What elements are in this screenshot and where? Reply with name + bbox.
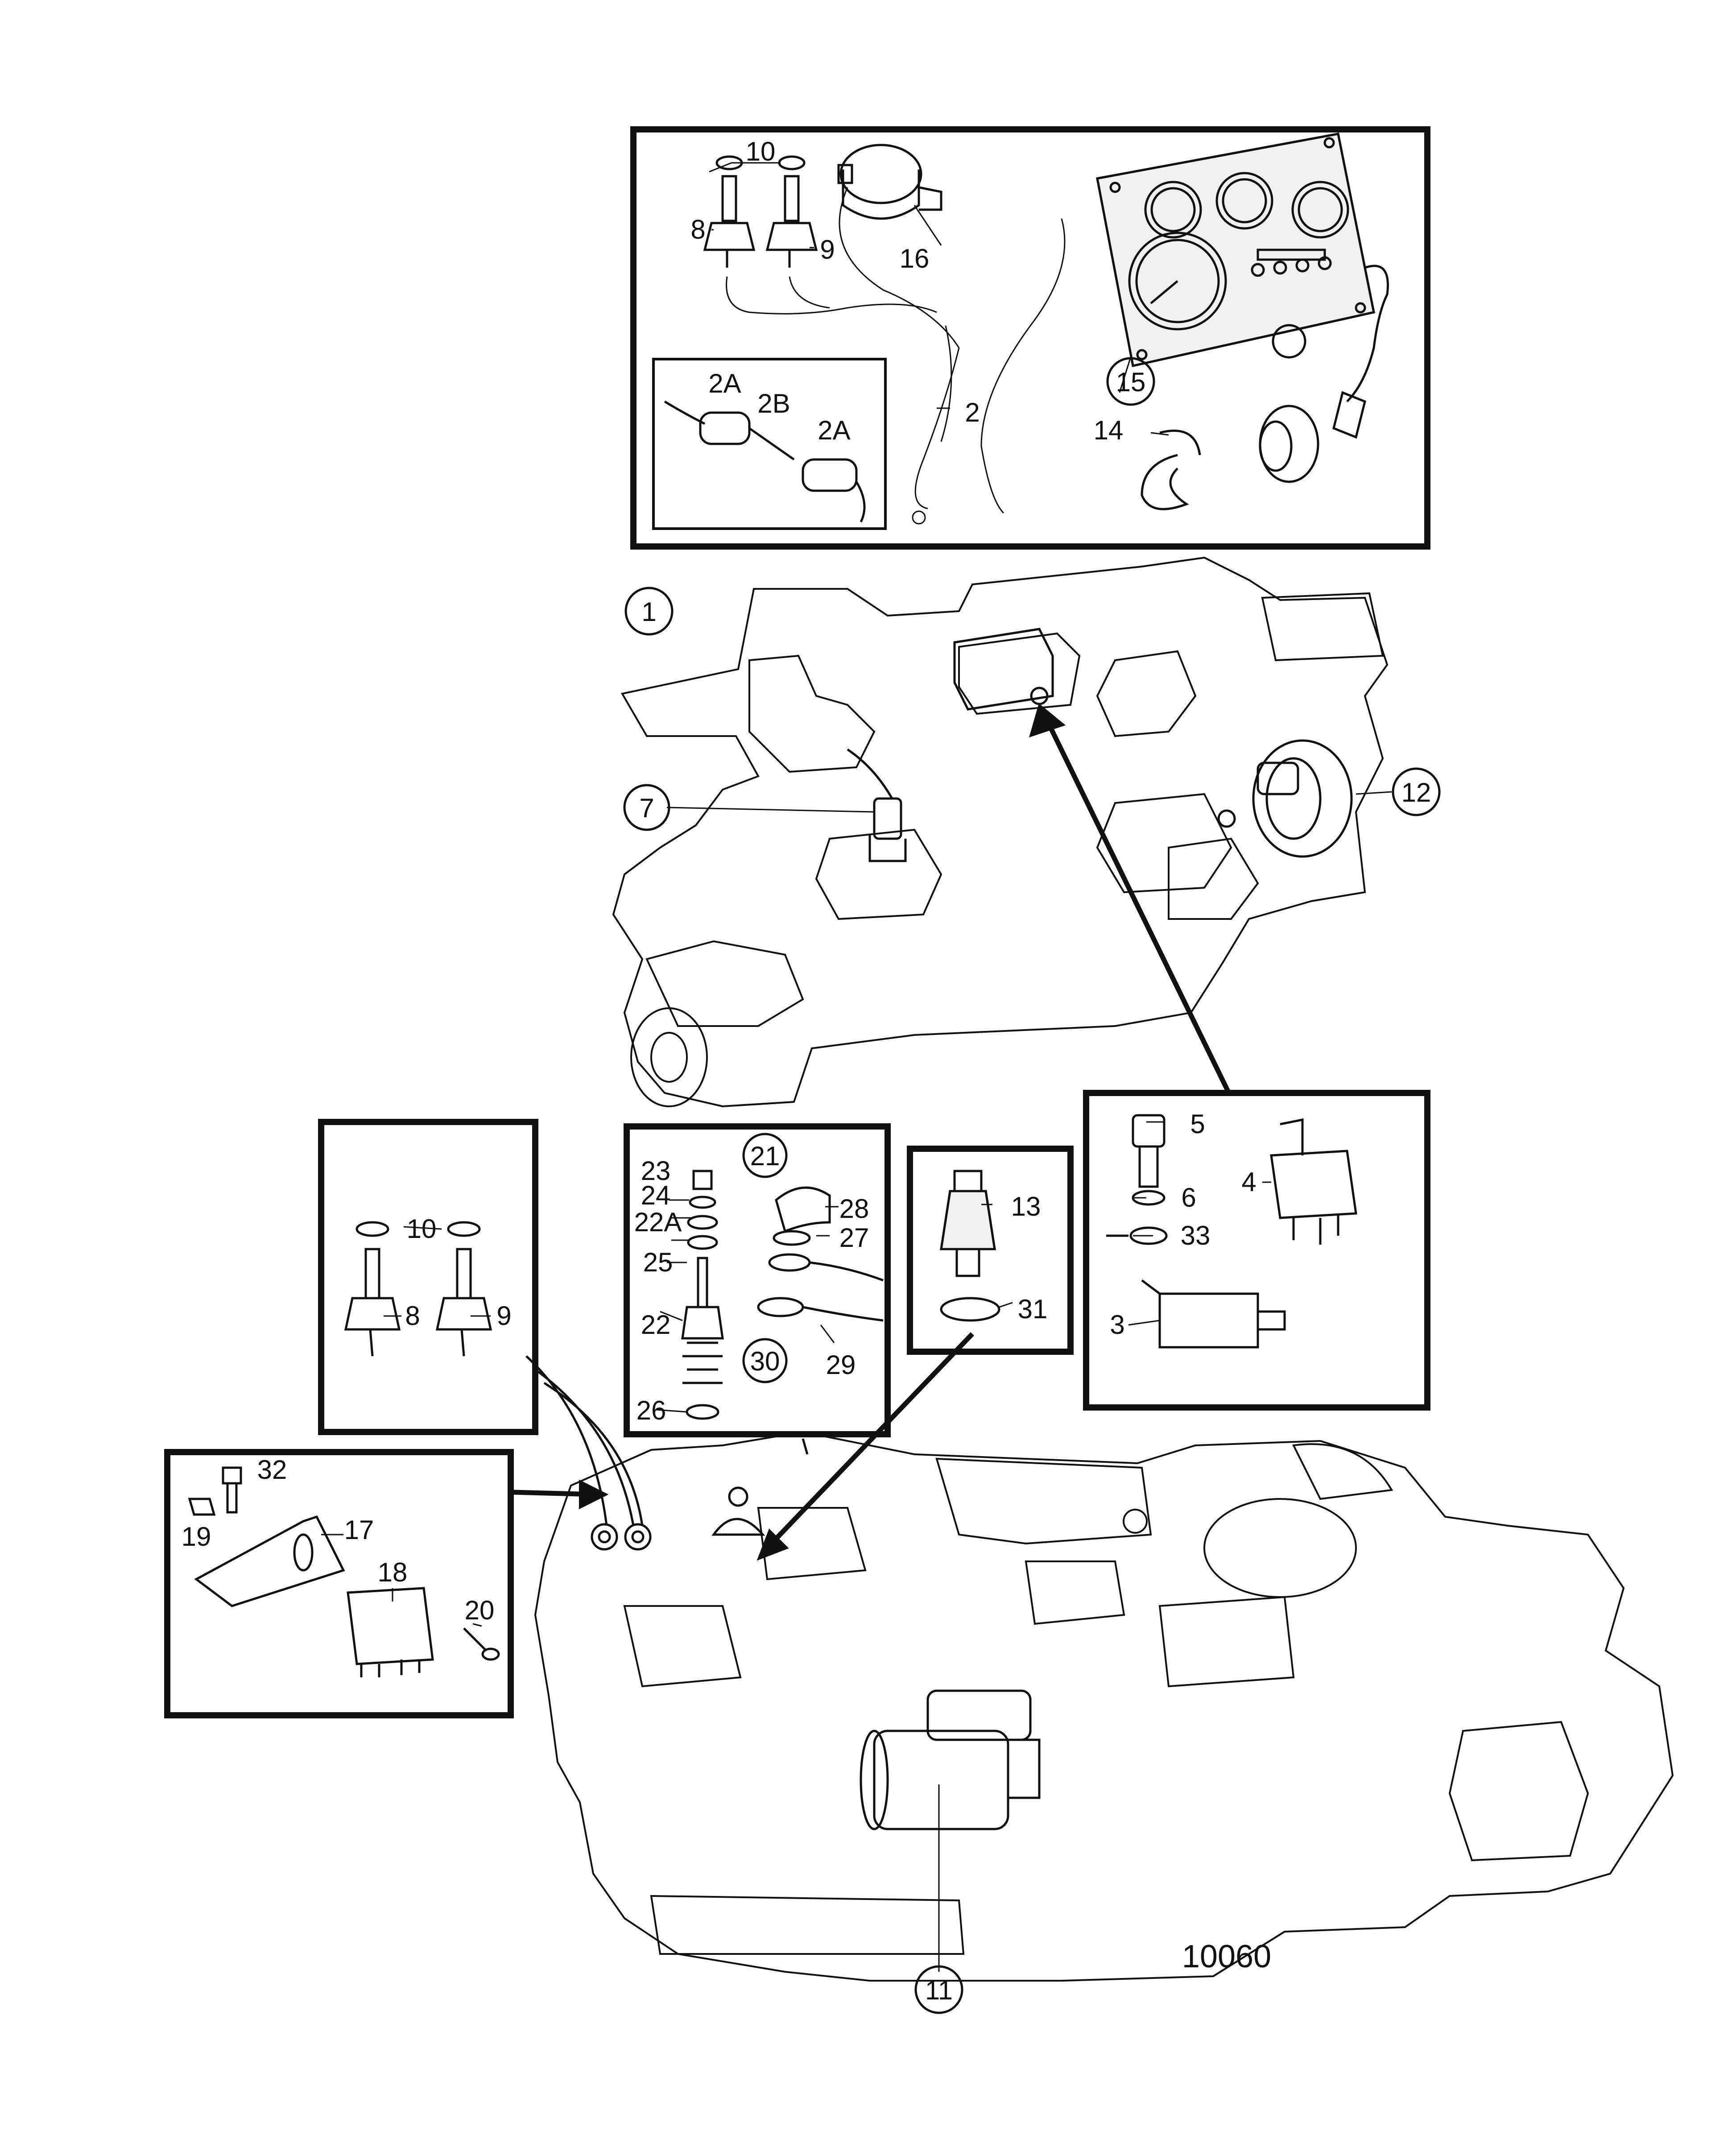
- starter-motor-11-drawing: [860, 1689, 1041, 1830]
- wiring-harness-2: [726, 187, 1066, 525]
- sender-kit-frame: [318, 1119, 538, 1435]
- callout-19: 19: [182, 1522, 211, 1552]
- instrument-kit-frame: [630, 126, 1430, 550]
- callout-25: 25: [643, 1247, 673, 1277]
- callout-13: 13: [1011, 1192, 1041, 1221]
- connector-detail-frame: [652, 358, 887, 530]
- callout-29: 29: [826, 1350, 856, 1380]
- callout-15: 15: [1116, 367, 1146, 397]
- callout-7: 7: [639, 793, 654, 823]
- callout-14: 14: [1094, 415, 1124, 445]
- callout-28: 28: [839, 1194, 869, 1224]
- relay-kit-parts: [1106, 1114, 1357, 1349]
- callout-24: 24: [641, 1180, 671, 1210]
- sender-assembly-frame: [624, 1123, 891, 1437]
- retaining-clip-14: [1141, 430, 1201, 510]
- callout-10-left: 10: [407, 1214, 437, 1244]
- upper-engine-drawing: [612, 556, 1389, 1108]
- callout-12: 12: [1401, 778, 1431, 807]
- pressure-sender-frame: [907, 1146, 1074, 1355]
- callout-2A-top: 2A: [708, 368, 741, 398]
- callout-labels: 1 2 2A 2B 2A 3 4 5 6 7 8 8 9 9 10 10 11 …: [182, 137, 1431, 2005]
- callout-30: 30: [750, 1346, 780, 1376]
- callout-6: 6: [1181, 1183, 1196, 1213]
- callout-22A: 22A: [634, 1207, 682, 1237]
- callout-5: 5: [1190, 1109, 1205, 1139]
- callout-8-left: 8: [405, 1301, 420, 1331]
- bracket-kit-frame: [164, 1449, 514, 1718]
- callout-11: 11: [925, 1975, 953, 2005]
- callout-3: 3: [1110, 1310, 1124, 1340]
- callout-16: 16: [900, 244, 930, 273]
- top-temp-senders-8-9: [703, 155, 818, 268]
- instrument-panel-15: [1096, 132, 1375, 367]
- callout-2: 2: [965, 397, 980, 427]
- callout-9-left: 9: [496, 1301, 511, 1331]
- callout-23: 23: [641, 1156, 671, 1186]
- callout-31: 31: [1018, 1294, 1048, 1324]
- callout-21: 21: [750, 1141, 780, 1171]
- pressure-sender-13-parts: [940, 1170, 1000, 1322]
- callout-32: 32: [257, 1455, 287, 1485]
- panel-harness-plug: [1259, 265, 1389, 483]
- callout-2B: 2B: [757, 389, 790, 418]
- callout-8-top: 8: [690, 215, 705, 244]
- callout-10-top: 10: [746, 137, 776, 166]
- callout-17: 17: [344, 1515, 374, 1545]
- sender-assembly-21-parts: [681, 1170, 884, 1420]
- callout-1: 1: [641, 597, 656, 627]
- circled-callouts: [623, 357, 1441, 2014]
- callout-26: 26: [637, 1395, 666, 1425]
- callout-4: 4: [1241, 1167, 1256, 1197]
- assembly-arrows: [513, 703, 1231, 1561]
- callout-22: 22: [641, 1310, 671, 1340]
- leader-lines: [321, 162, 1392, 1972]
- unit-12-drawing: [1217, 739, 1353, 858]
- bracket-kit-parts: [188, 1466, 500, 1677]
- oil-pressure-sender-16: [837, 144, 942, 220]
- callout-9-top: 9: [820, 235, 835, 265]
- relay-kit-frame: [1083, 1090, 1430, 1411]
- sensor-7-drawing: [847, 748, 907, 862]
- callout-20: 20: [465, 1595, 495, 1625]
- callout-2A-right: 2A: [818, 415, 850, 445]
- sheet-number: 10060: [1182, 1939, 1271, 1974]
- callout-33: 33: [1181, 1221, 1211, 1250]
- lower-engine-drawing: [534, 1431, 1674, 1982]
- callout-27: 27: [839, 1223, 869, 1253]
- left-senders-8-9-10: [344, 1221, 492, 1357]
- callout-18: 18: [378, 1557, 408, 1587]
- connector-detail-2A-2B: [664, 400, 866, 523]
- lower-engine-sensors-drawing: [591, 1486, 765, 1551]
